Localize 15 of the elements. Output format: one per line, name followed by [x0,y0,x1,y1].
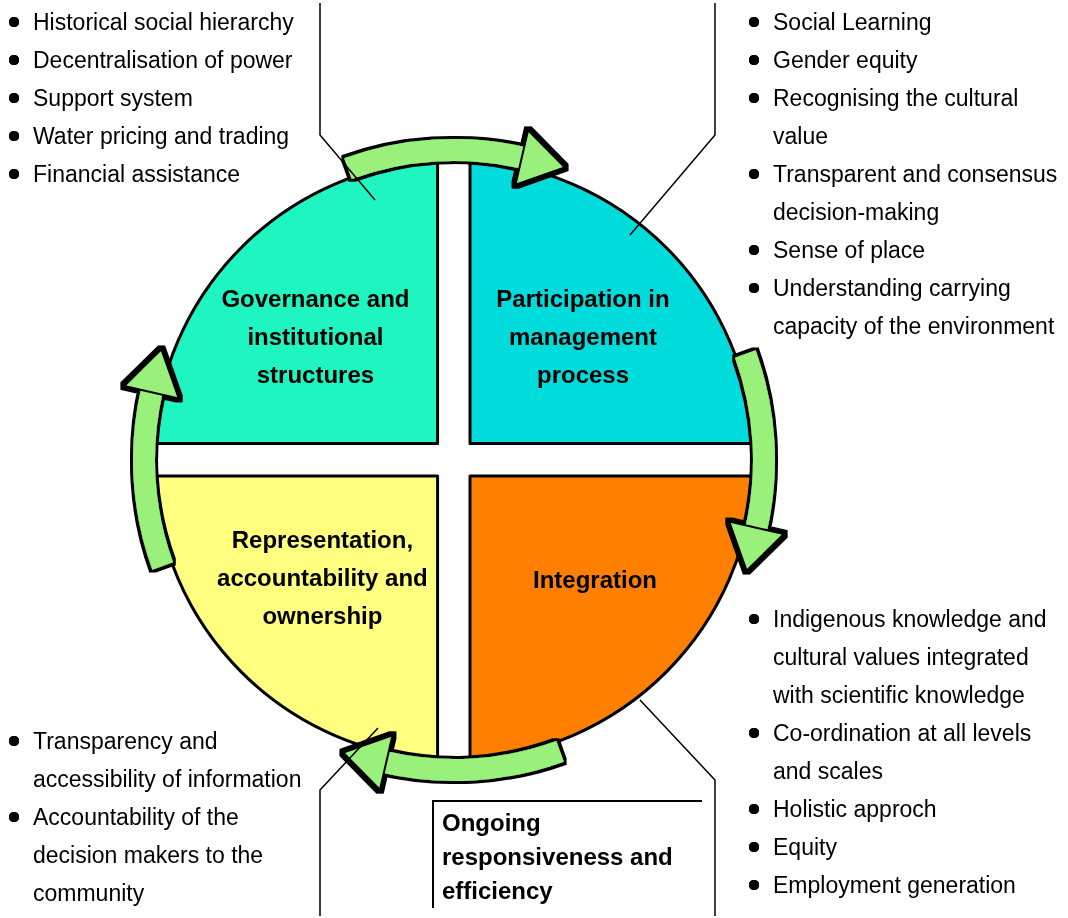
leader-line [639,699,716,917]
leader-line [629,2,716,236]
quadrant-heading: Integration [532,565,658,595]
quadrant-heading: Representation, accountability and ownership [216,525,429,631]
quadrant-segment [470,476,754,760]
leader-line [319,727,379,917]
cycle-arrow [344,129,567,187]
cycle-arrow [123,347,181,570]
cycle-arrow [727,350,785,573]
quadrant-segment [470,160,754,444]
quadrant-heading: Participation in management process [495,284,671,391]
quadrant-heading: Governance and institutional structures [220,284,411,391]
cycle-label: Ongoing responsiveness and efficiency [432,800,702,908]
cycle-arrow [341,733,564,791]
leader-line [319,2,376,201]
